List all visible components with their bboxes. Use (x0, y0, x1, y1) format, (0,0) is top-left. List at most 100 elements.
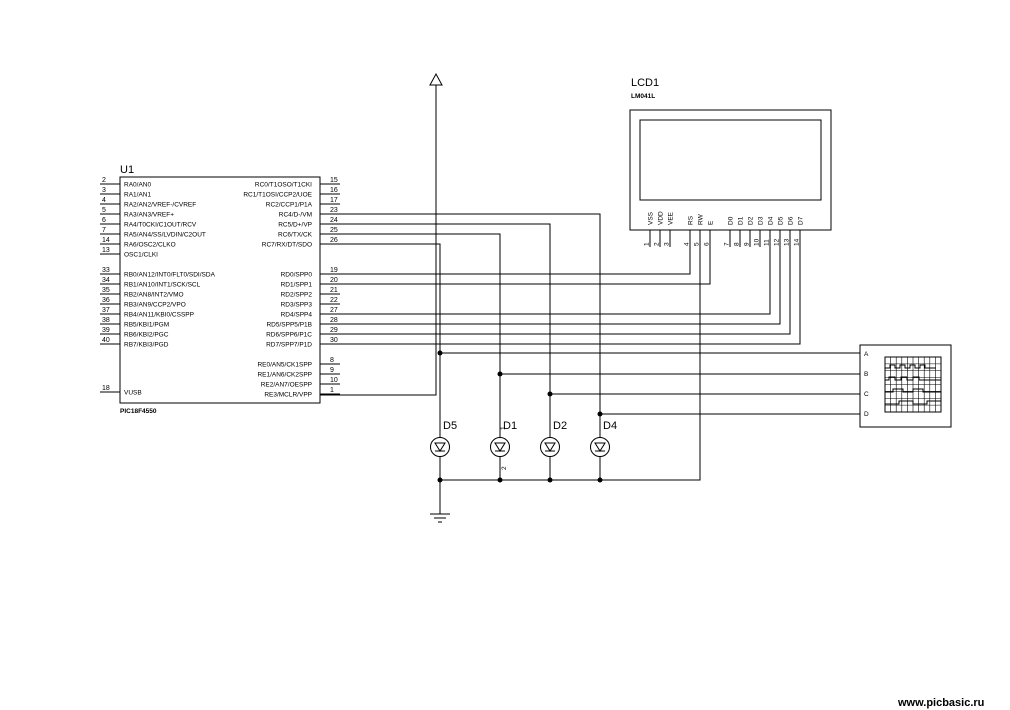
lcd-pin-number: 2 (654, 242, 661, 246)
lcd-pin-number: 14 (794, 238, 801, 246)
rc5-wire (320, 223, 551, 438)
led-d2: D2 (540, 420, 567, 457)
mcu-pin-number: 40 (102, 337, 110, 344)
mcu-pin-number: 22 (330, 297, 338, 304)
lcd-pin-number: 7 (724, 242, 731, 246)
lcd-pin-number: 10 (754, 238, 761, 246)
lcd-pin-number: 1 (644, 242, 651, 246)
mcu-pin-label: RC2/CCP1/P1A (266, 202, 313, 209)
mcu-pin-number: 4 (102, 197, 106, 204)
mcu-pin-number: 38 (102, 317, 110, 324)
led-d5: D5 (430, 420, 457, 457)
junction-dot (597, 411, 603, 417)
lcd-pin-number: 3 (664, 242, 671, 246)
mcu-pin-number: 29 (330, 327, 338, 334)
led-body-icon (490, 437, 510, 457)
mcu-pin-number: 9 (330, 367, 334, 374)
scope-channel-b: B (864, 371, 868, 378)
mcu-ref: U1 (120, 164, 134, 176)
rc7-wire (320, 243, 441, 353)
lcd-pin-label: VEE (668, 211, 675, 225)
junction-dot (437, 350, 443, 356)
mcu-pin-label: RD3/SPP3 (281, 302, 313, 309)
mcu-pin-number: 23 (330, 207, 338, 214)
lcd-pin-label: D5 (778, 216, 785, 225)
mcu-pin-number: 33 (102, 267, 110, 274)
lcd-pin-number: 12 (774, 238, 781, 246)
mcu-pin-label: RB0/AN12/INT0/FLT0/SDI/SDA (124, 272, 216, 279)
mcu-pin-number: 20 (330, 277, 338, 284)
mcu-pin-label: RD7/SPP7/P1D (266, 342, 312, 349)
mcu-pin-number: 36 (102, 297, 110, 304)
mcu-pin-label: RC7/RX/DT/SDO (262, 242, 312, 249)
lcd-pin-label: D0 (728, 216, 735, 225)
diode-triangle-icon (544, 442, 556, 452)
led-body-icon (430, 437, 450, 457)
waveform-trace (885, 376, 941, 381)
led-ref: D2 (553, 420, 567, 432)
mcu-pin-number: 25 (330, 227, 338, 234)
mcu-pin-number: 37 (102, 307, 110, 314)
lcd-pin-label: D1 (738, 216, 745, 225)
mcu-pin-label: RC4/D-/VM (279, 212, 312, 219)
scope-grid (884, 356, 942, 413)
mcu-pin-label: RA2/AN2/VREF-/CVREF (124, 202, 196, 209)
lcd-pin-number: 13 (784, 238, 791, 246)
mcu-pin-label: RA5/AN4/SS/LVDIN/C2OUT (124, 232, 206, 239)
mcu-pin-number: 2 (102, 177, 106, 184)
mcu-pin-label: RC6/TX/CK (278, 232, 313, 239)
mcu-pin-label: RD5/SPP5/P1B (266, 322, 312, 329)
lcd-pin-label: RW (698, 213, 705, 225)
scope-channel-d: D (864, 411, 869, 418)
d5-data-wire (320, 247, 781, 325)
lcd-pin-label: E (708, 220, 715, 225)
mcu-pin-label: RD1/SPP1 (281, 282, 313, 289)
mcu-pin-number: 26 (330, 237, 338, 244)
lcd-ref: LCD1 (631, 77, 659, 89)
watermark: www.picbasic.ru (897, 697, 984, 709)
lcd-pin-label: D3 (758, 216, 765, 225)
led-ref: D4 (603, 420, 617, 432)
mcu-left-pins: 2RA0/AN03RA1/AN14RA2/AN2/VREF-/CVREF5RA3… (100, 177, 216, 397)
junction-dot (597, 477, 603, 483)
led-ref: D5 (443, 420, 457, 432)
power-terminal-icon (429, 72, 443, 86)
mcu-pin-number: 17 (330, 197, 338, 204)
lcd-pin-number: 9 (744, 242, 751, 246)
mcu-pin-label: VUSB (124, 390, 142, 397)
mcu-pin-label: RD2/SPP2 (281, 292, 313, 299)
mcu-pin-label: RE1/AN6/CK2SPP (257, 372, 312, 379)
mcu-pin-label: RA4/T0CKI/C1OUT/RCV (124, 222, 197, 229)
mcu-pin-label: RC1/T1OSI/CCP2/UOE (243, 192, 312, 199)
mcu-body (119, 176, 321, 404)
rs-wire (320, 247, 691, 275)
mcu-right-pins: 15RC0/T1OSO/T1CKI16RC1/T1OSI/CCP2/UOE17R… (243, 177, 340, 399)
mcu-pin-number: 1 (330, 387, 334, 394)
diode-triangle-icon (434, 442, 446, 452)
mcu-pin-number: 27 (330, 307, 338, 314)
lcd-module: LCD1 LM041L VSS1VDD2VEE3RS4RW5E6D07D18D2… (629, 77, 832, 247)
mcu-pin-label: RB6/KBI2/PGC (124, 332, 169, 339)
lcd-pin-number: 8 (734, 242, 741, 246)
mcu-pin-label: RA0/AN0 (124, 182, 151, 189)
waveform-trace (885, 364, 936, 369)
mcu-pin-number: 18 (102, 385, 110, 392)
lcd-pin-number: 4 (684, 242, 691, 246)
lcd-pin-label: RS (688, 215, 695, 225)
rw-gnd-wire (440, 247, 701, 481)
mcu-pin-number: 5 (102, 207, 106, 214)
led-pin-number: 2 (501, 466, 508, 470)
led-d1: D12 (490, 420, 517, 470)
mcu-pin-number: 34 (102, 277, 110, 284)
mcu-pin-label: RB2/AN8/INT2/VMO (124, 292, 184, 299)
mcu-pin-number: 30 (330, 337, 338, 344)
mcu-pin-label: RE3/MCLR/VPP (264, 392, 312, 399)
mcu-pin-label: RB1/AN10/INT1/SCK/SCL (124, 282, 201, 289)
e-wire (320, 247, 711, 285)
mcu-pin-number: 3 (102, 187, 106, 194)
lcd-pin-label: D7 (798, 216, 805, 225)
mcu-pin-number: 6 (102, 217, 106, 224)
